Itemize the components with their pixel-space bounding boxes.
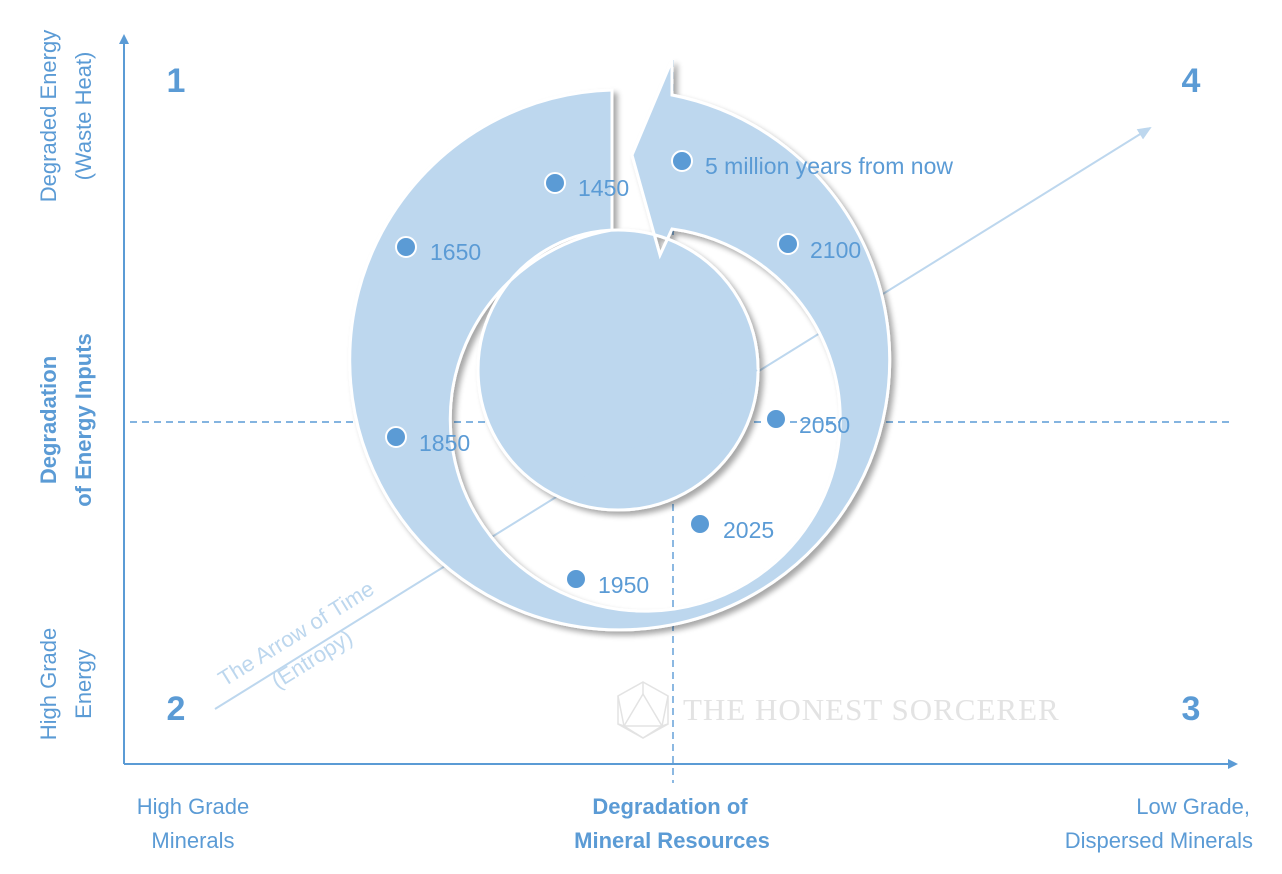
d20-logo-icon [617, 681, 669, 739]
point-label: 1850 [419, 430, 470, 456]
cycle-point-1850: 1850 [385, 426, 470, 456]
x-axis-right-label-line2: Dispersed Minerals [1065, 828, 1253, 853]
cycle-point-1450: 1450 [544, 172, 629, 201]
quadrant-4-label: 4 [1182, 62, 1201, 100]
point-label: 1650 [430, 239, 481, 265]
y-axis-title: Degradation of Energy Inputs [36, 333, 96, 507]
x-axis-left-label-line2: Minerals [151, 828, 234, 853]
y-axis-bottom-label-line2: Energy [71, 649, 96, 719]
cycle-ring [348, 59, 892, 632]
cycle-point-1650: 1650 [395, 236, 481, 265]
point-label: 2100 [810, 237, 861, 263]
quadrant-3-label: 3 [1182, 690, 1201, 728]
x-axis-title-line1: Degradation of [592, 794, 748, 819]
y-axis-title-line2: of Energy Inputs [71, 333, 96, 507]
y-axis-bottom-label: High Grade Energy [36, 628, 96, 741]
point-marker [385, 426, 407, 448]
point-label: 5 million years from now [705, 153, 953, 179]
y-axis-bottom-label-line1: High Grade [36, 628, 61, 741]
point-marker [565, 568, 587, 590]
x-axis-title-line2: Mineral Resources [574, 828, 770, 853]
watermark-text: THE HONEST SORCERER [683, 692, 1060, 727]
y-axis-top-label-line2: (Waste Heat) [71, 52, 96, 181]
arrow-of-time-label: The Arrow of Time (Entropy) [214, 576, 379, 694]
quadrant-1-label: 1 [167, 62, 186, 100]
x-axis-right-label-line1: Low Grade, [1136, 794, 1250, 819]
arrow-of-time-front [564, 369, 758, 491]
quadrant-2-label: 2 [167, 690, 186, 728]
y-axis-top-label-line1: Degraded Energy [36, 30, 61, 202]
point-marker [689, 513, 711, 535]
watermark: THE HONEST SORCERER [617, 681, 1060, 739]
point-label: 2025 [723, 517, 774, 543]
point-label: 1950 [598, 572, 649, 598]
cycle-point-5-million-years: 5 million years from now [671, 150, 953, 179]
y-axis-top-label: Degraded Energy (Waste Heat) [36, 30, 96, 202]
point-marker [395, 236, 417, 258]
x-axis-left-label-line1: High Grade [137, 794, 250, 819]
cycle-point-2025: 2025 [689, 513, 774, 543]
point-marker [765, 408, 787, 430]
point-label: 1450 [578, 175, 629, 201]
cycle-point-2100: 2100 [777, 233, 861, 263]
cycle-point-1950: 1950 [565, 568, 649, 598]
cycle-point-2050: 2050 [765, 408, 850, 438]
point-marker [671, 150, 693, 172]
point-label: 2050 [799, 412, 850, 438]
point-marker [544, 172, 566, 194]
point-marker [777, 233, 799, 255]
y-axis-title-line1: Degradation [36, 356, 61, 484]
